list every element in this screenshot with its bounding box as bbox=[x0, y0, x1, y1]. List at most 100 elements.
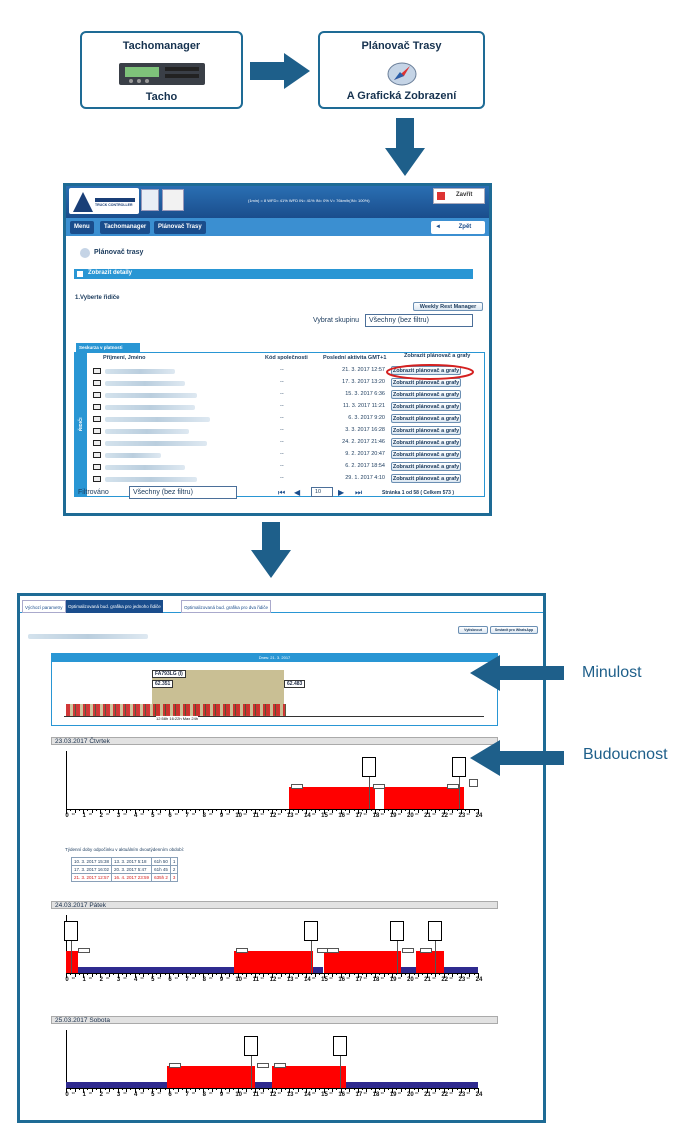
axis-tick bbox=[293, 973, 295, 975]
past-chart: Dnes: 21. 3. 2017 FA793LG (I) 62.351 62.… bbox=[51, 653, 498, 726]
last-page-icon[interactable]: ⏭ bbox=[355, 488, 363, 497]
page-size-select[interactable]: 10 bbox=[311, 487, 333, 497]
show-planner-button[interactable]: Zobrazit plánovač a grafy bbox=[391, 414, 461, 423]
close-button[interactable]: Zavřít bbox=[433, 188, 485, 204]
drivers-tab[interactable]: Seskurza v platnosti bbox=[76, 343, 140, 352]
axis-tick bbox=[430, 809, 432, 811]
axis-tick bbox=[259, 973, 261, 975]
whatsapp-button[interactable]: Sestavit pro WhatsApp bbox=[490, 626, 538, 634]
rest-title: Týdenní doby odpočinku v aktuálním dvout… bbox=[65, 847, 185, 852]
hour-label: 24 bbox=[475, 813, 483, 819]
annotation-leader bbox=[70, 941, 72, 973]
last-activity: 9. 2. 2017 20:47 bbox=[345, 451, 385, 457]
show-planner-button[interactable]: Zobrazit plánovač a grafy bbox=[391, 366, 461, 375]
axis-tick bbox=[284, 1088, 286, 1090]
axis-tick bbox=[246, 809, 248, 813]
show-planner-button[interactable]: Zobrazit plánovač a grafy bbox=[391, 438, 461, 447]
axis-tick bbox=[314, 973, 316, 977]
half-hour-label: 30 bbox=[294, 976, 299, 980]
half-hour-label: 30 bbox=[88, 812, 93, 816]
back-button[interactable]: ◄ Zpět bbox=[431, 221, 485, 234]
hour-label: 13 bbox=[286, 1092, 294, 1098]
axis-tick bbox=[134, 1088, 136, 1093]
axis-tick bbox=[267, 973, 269, 975]
driver-card-icon bbox=[93, 392, 101, 398]
weekly-rest-manager-button[interactable]: Weekly Rest Manager bbox=[413, 302, 483, 311]
past-label: Minulost bbox=[582, 664, 642, 681]
show-planner-button[interactable]: Zobrazit plánovač a grafy bbox=[391, 450, 461, 459]
hour-label: 13 bbox=[286, 813, 294, 819]
half-hour-label: 30 bbox=[123, 976, 127, 980]
hour-label: 21 bbox=[424, 977, 431, 983]
annotation-leader bbox=[434, 941, 436, 973]
axis-tick bbox=[387, 809, 389, 811]
show-planner-button[interactable]: Zobrazit plánovač a grafy bbox=[391, 474, 461, 483]
next-page-icon[interactable]: ▶ bbox=[338, 488, 345, 497]
axis-tick bbox=[413, 1088, 415, 1090]
hour-label: 16 bbox=[338, 977, 345, 983]
planner-tabs: Výchozí parametry Optimalizovaná bud. gr… bbox=[20, 600, 543, 613]
distance-annotation bbox=[389, 921, 404, 941]
half-hour-label: 30 bbox=[260, 976, 264, 980]
details-bar[interactable]: Zobrazit detaily bbox=[74, 269, 473, 279]
axis-tick bbox=[246, 973, 248, 977]
driver-name-blurred bbox=[105, 465, 185, 470]
nav-tachomanager[interactable]: Tachomanager bbox=[100, 221, 151, 234]
page-title: Plánovač trasy bbox=[94, 249, 144, 256]
distance-annotation bbox=[362, 757, 377, 777]
distance-annotation bbox=[333, 1036, 348, 1056]
axis-tick bbox=[327, 973, 329, 975]
half-hour-label: 30 bbox=[71, 976, 75, 980]
last-activity: 3. 3. 2017 16:28 bbox=[345, 427, 385, 433]
driver-name-blurred bbox=[105, 453, 161, 458]
tab-two-drivers[interactable]: Optimalizovaná bud. grafika pro dva řidi… bbox=[181, 600, 272, 613]
back-arrow-icon: ◄ bbox=[435, 224, 441, 230]
planner-icon bbox=[80, 248, 90, 258]
tab-default-params[interactable]: Výchozí parametry bbox=[22, 600, 66, 613]
day-header: 23.03.2017 Čtvrtek bbox=[51, 737, 498, 745]
nav-menu[interactable]: Menu bbox=[70, 221, 94, 234]
axis-tick bbox=[87, 1088, 89, 1090]
half-hour-label: 30 bbox=[174, 1091, 178, 1095]
axis-tick bbox=[310, 1088, 312, 1090]
last-activity: 29. 1. 2017 4:10 bbox=[345, 475, 385, 481]
half-hour-label: 30 bbox=[397, 976, 402, 980]
axis-tick bbox=[435, 973, 437, 977]
half-hour-label: 30 bbox=[414, 1091, 419, 1095]
rest-period-bar bbox=[313, 967, 324, 973]
axis-tick bbox=[199, 809, 201, 811]
half-hour-label: 30 bbox=[140, 976, 144, 980]
hour-label: 23 bbox=[458, 977, 466, 983]
axis-tick bbox=[319, 1088, 321, 1090]
show-planner-button[interactable]: Zobrazit plánovač a grafy bbox=[391, 426, 461, 435]
print-button[interactable]: Vytisknout bbox=[458, 626, 488, 634]
tab-single-driver[interactable]: Optimalizovaná bud. grafika pro jednoho … bbox=[66, 600, 163, 613]
half-hour-label: 30 bbox=[380, 976, 384, 980]
driver-card-icon bbox=[93, 440, 101, 446]
axis-tick bbox=[327, 809, 329, 811]
prev-page-icon[interactable]: ◀ bbox=[294, 488, 301, 497]
axis-tick bbox=[370, 1088, 372, 1090]
axis-tick bbox=[233, 809, 235, 811]
show-planner-button[interactable]: Zobrazit plánovač a grafy bbox=[391, 390, 461, 399]
first-page-icon[interactable]: ⏮ bbox=[278, 488, 286, 497]
axis-tick bbox=[344, 809, 346, 811]
time-tag bbox=[402, 948, 415, 953]
axis-tick bbox=[121, 809, 123, 811]
driver-name-blurred bbox=[28, 634, 148, 639]
driver-card-icon bbox=[93, 416, 101, 422]
axis-tick bbox=[216, 809, 218, 811]
company-code: -- bbox=[280, 475, 284, 481]
filter-select[interactable]: Všechny (bez filtru) bbox=[129, 486, 237, 499]
show-planner-button[interactable]: Zobrazit plánovač a grafy bbox=[391, 462, 461, 471]
nav-route-planner[interactable]: Plánovač Trasy bbox=[154, 221, 206, 234]
show-planner-button[interactable]: Zobrazit plánovač a grafy bbox=[391, 402, 461, 411]
group-select[interactable]: Všechny (bez filtru) bbox=[365, 314, 473, 327]
col-show-planner: Zobrazit plánovač a grafy bbox=[404, 353, 471, 359]
axis-tick bbox=[138, 973, 140, 975]
half-hour-label: 30 bbox=[449, 1091, 453, 1095]
annotation-leader bbox=[340, 1056, 342, 1088]
distance-annotation bbox=[427, 921, 442, 941]
hour-label: 5 bbox=[151, 813, 155, 819]
half-hour-label: 30 bbox=[157, 976, 161, 980]
